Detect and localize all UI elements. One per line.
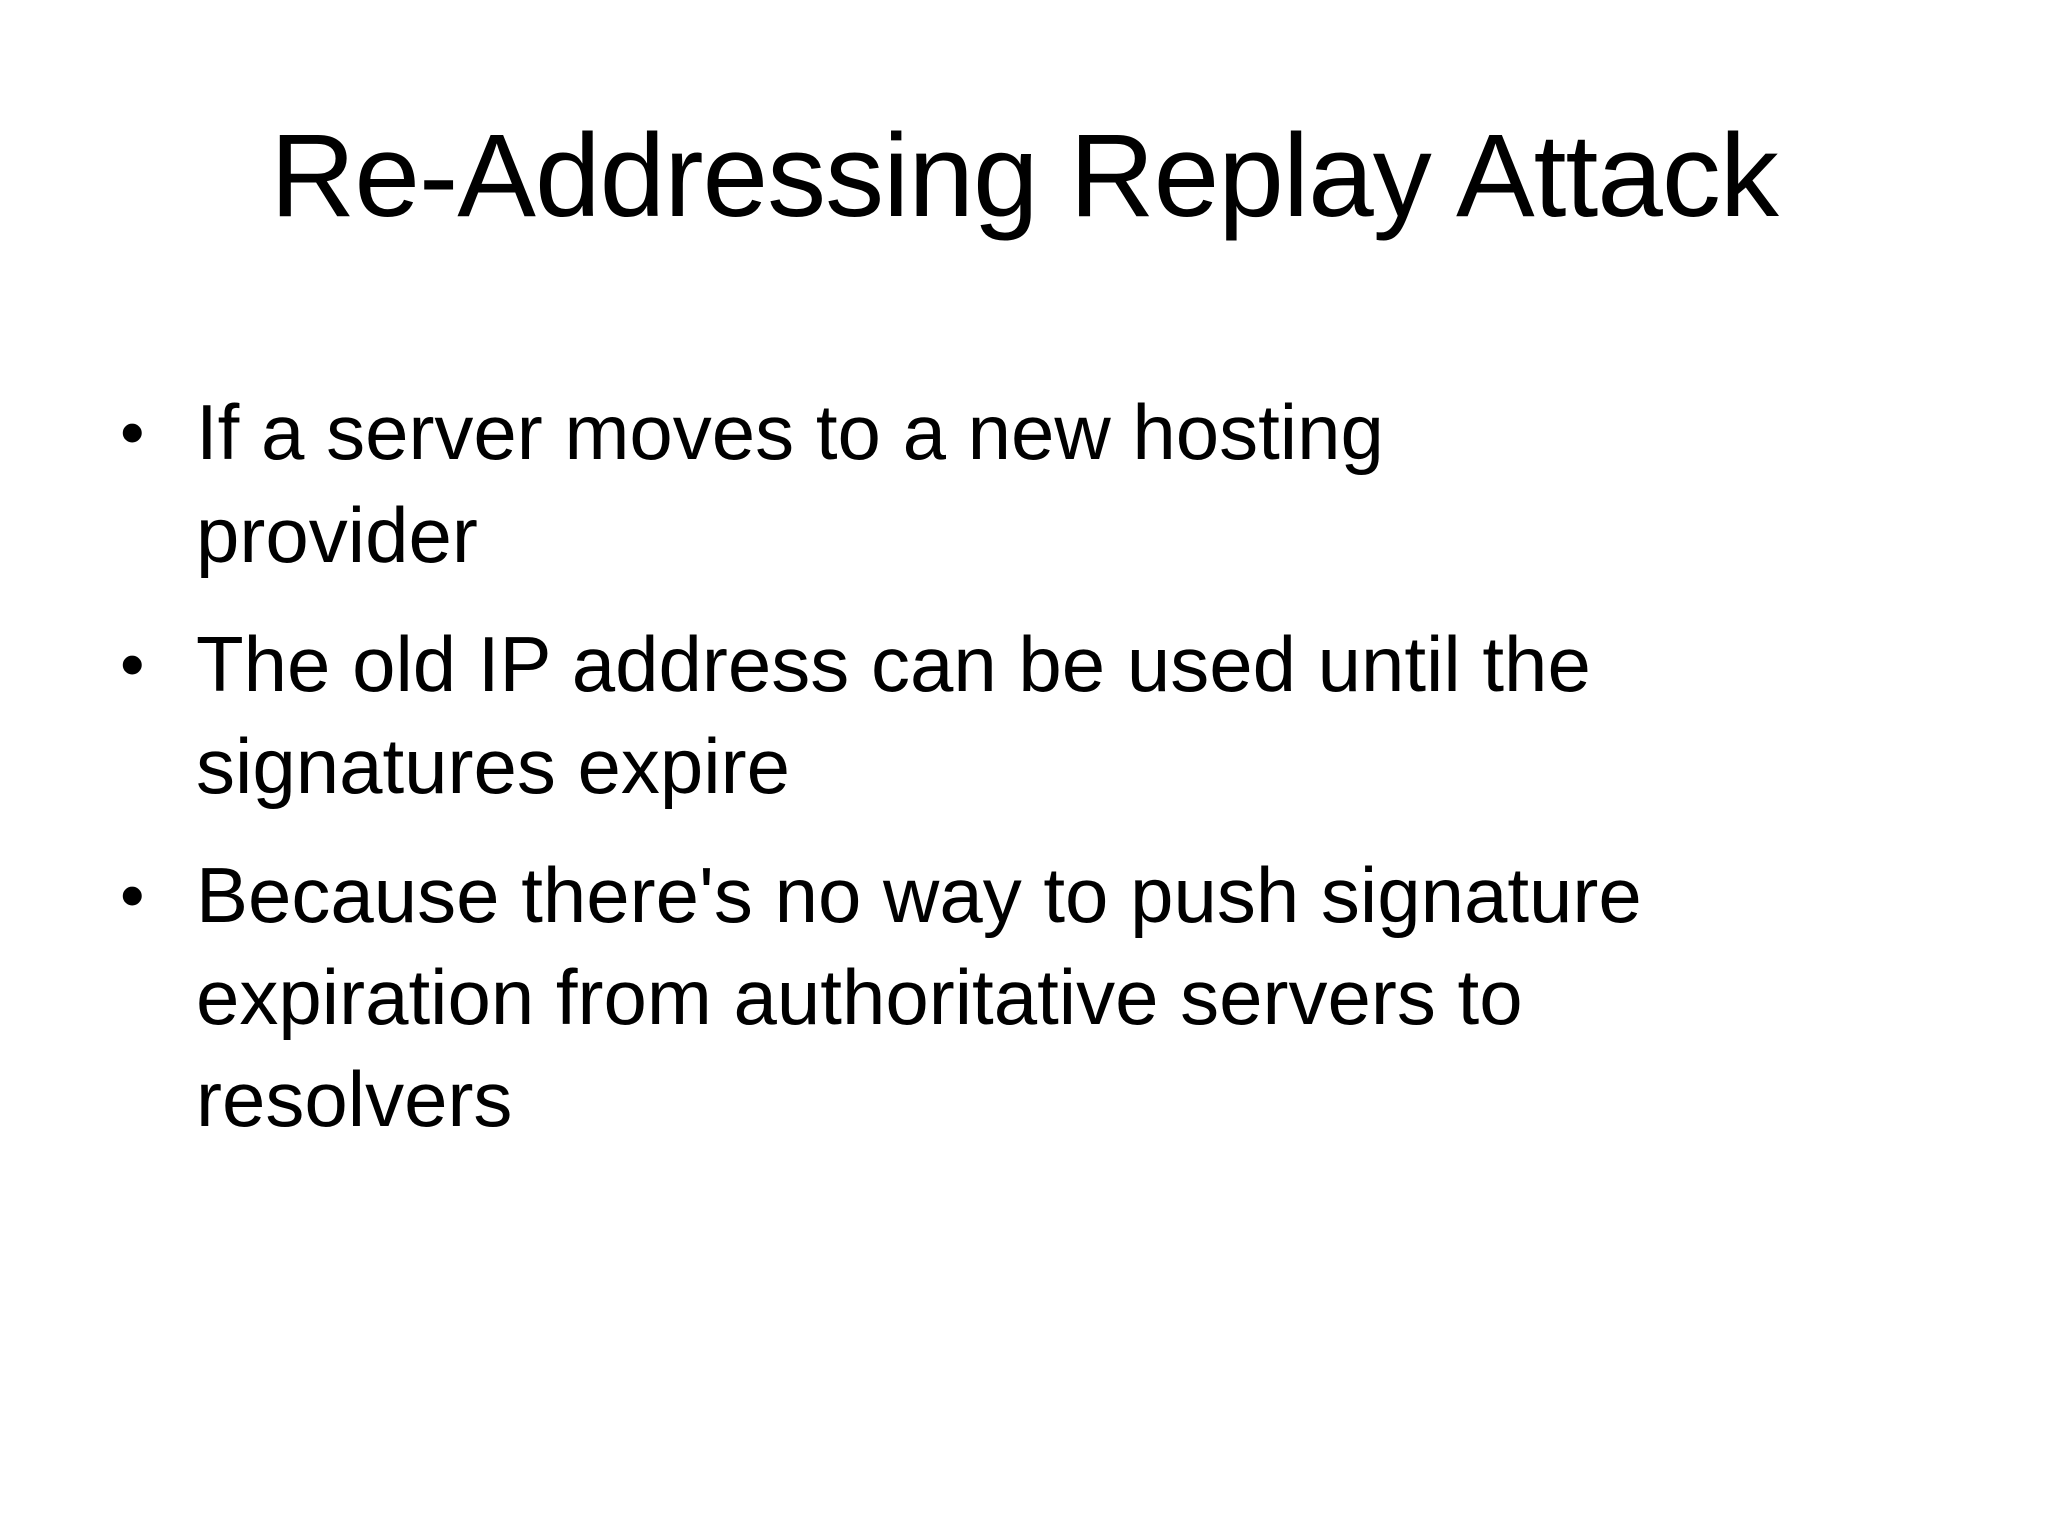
list-item: • The old IP address can be used until t… [120, 613, 1968, 817]
bullet-icon: • [120, 856, 145, 935]
slide-title: Re-Addressing Replay Attack [270, 110, 1779, 242]
bullet-text: If a server moves to a new hosting provi… [196, 388, 1384, 579]
bullet-icon: • [120, 393, 145, 472]
bullet-list: • If a server moves to a new hosting pro… [0, 381, 2048, 1150]
bullet-text: The old IP address can be used until the… [196, 619, 1591, 810]
list-item: • Because there's no way to push signatu… [120, 844, 1968, 1151]
bullet-icon: • [120, 624, 145, 703]
list-item: • If a server moves to a new hosting pro… [120, 381, 1968, 585]
bullet-text: Because there's no way to push signature… [196, 851, 1642, 1144]
